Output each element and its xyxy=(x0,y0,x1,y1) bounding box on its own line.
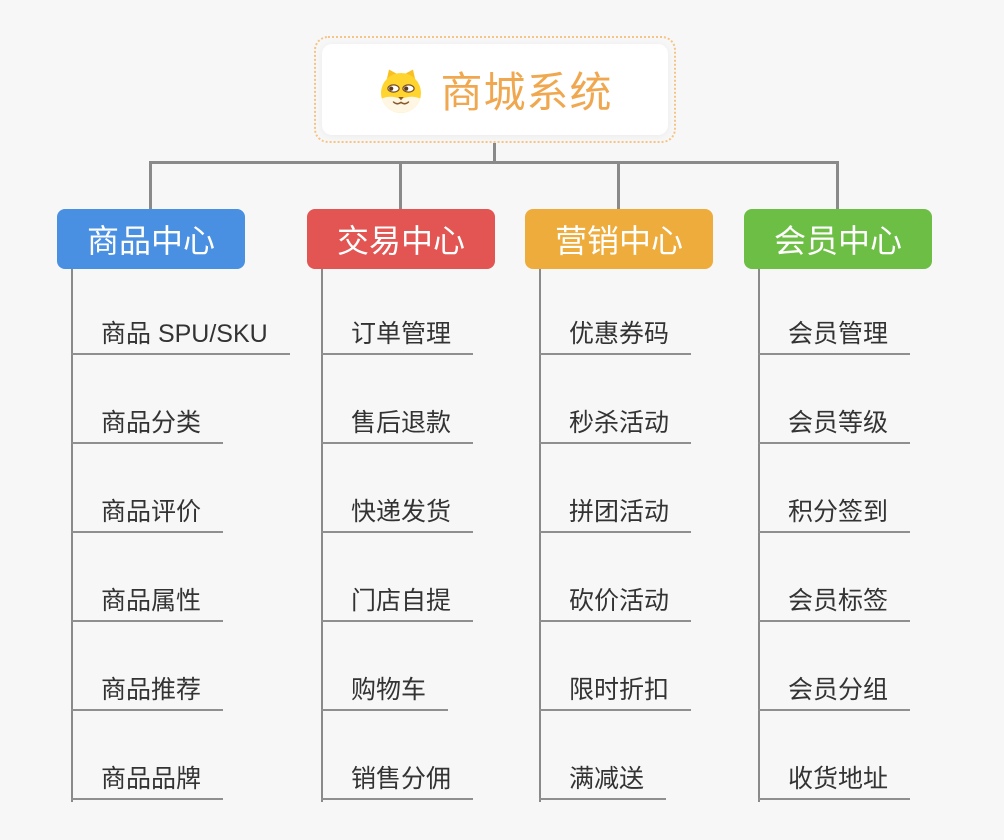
leaf-node[interactable]: 会员等级 xyxy=(758,411,911,444)
leaf-node[interactable]: 商品品牌 xyxy=(71,767,224,800)
branch-spine-1 xyxy=(71,269,73,802)
leaf-node[interactable]: 限时折扣 xyxy=(539,678,692,711)
connector-drop-4 xyxy=(836,161,839,211)
leaf-node[interactable]: 快递发货 xyxy=(321,500,474,533)
leaf-node[interactable]: 积分签到 xyxy=(758,500,911,533)
branch-spine-4 xyxy=(758,269,760,802)
leaf-node[interactable]: 拼团活动 xyxy=(539,500,692,533)
leaf-node[interactable]: 售后退款 xyxy=(321,411,474,444)
root-node-label: 商城系统 xyxy=(440,69,613,116)
leaf-node[interactable]: 收货地址 xyxy=(758,767,911,800)
connector-drop-2 xyxy=(399,161,402,211)
leaf-node[interactable]: 秒杀活动 xyxy=(539,411,692,444)
branch-product-center[interactable]: 商品中心 xyxy=(57,209,245,269)
leaf-node[interactable]: 满减送 xyxy=(539,767,667,800)
leaf-node[interactable]: 砍价活动 xyxy=(539,589,692,622)
leaf-node[interactable]: 商品推荐 xyxy=(71,678,224,711)
leaf-node[interactable]: 商品属性 xyxy=(71,589,224,622)
leaf-node[interactable]: 订单管理 xyxy=(321,322,474,355)
branch-trade-center[interactable]: 交易中心 xyxy=(307,209,495,269)
leaf-node[interactable]: 商品评价 xyxy=(71,500,224,533)
dog-face-icon xyxy=(381,69,422,113)
connector-drop-3 xyxy=(617,161,620,211)
branch-member-center[interactable]: 会员中心 xyxy=(744,209,932,269)
leaf-node[interactable]: 商品 SPU/SKU xyxy=(71,322,290,355)
branch-spine-2 xyxy=(321,269,323,802)
leaf-node[interactable]: 销售分佣 xyxy=(321,767,474,800)
leaf-node[interactable]: 会员分组 xyxy=(758,678,911,711)
branch-spine-3 xyxy=(539,269,541,802)
root-node-card: 商城系统 xyxy=(322,44,668,135)
leaf-node[interactable]: 会员标签 xyxy=(758,589,911,622)
connector-drop-1 xyxy=(149,161,152,211)
leaf-node[interactable]: 商品分类 xyxy=(71,411,224,444)
leaf-node[interactable]: 门店自提 xyxy=(321,589,474,622)
leaf-node[interactable]: 购物车 xyxy=(321,678,449,711)
leaf-node[interactable]: 优惠券码 xyxy=(539,322,692,355)
leaf-node[interactable]: 会员管理 xyxy=(758,322,911,355)
connector-bus xyxy=(149,161,839,164)
connector-root-stub xyxy=(493,143,496,162)
branch-marketing-center[interactable]: 营销中心 xyxy=(525,209,713,269)
root-node[interactable]: 商城系统 xyxy=(314,36,676,143)
